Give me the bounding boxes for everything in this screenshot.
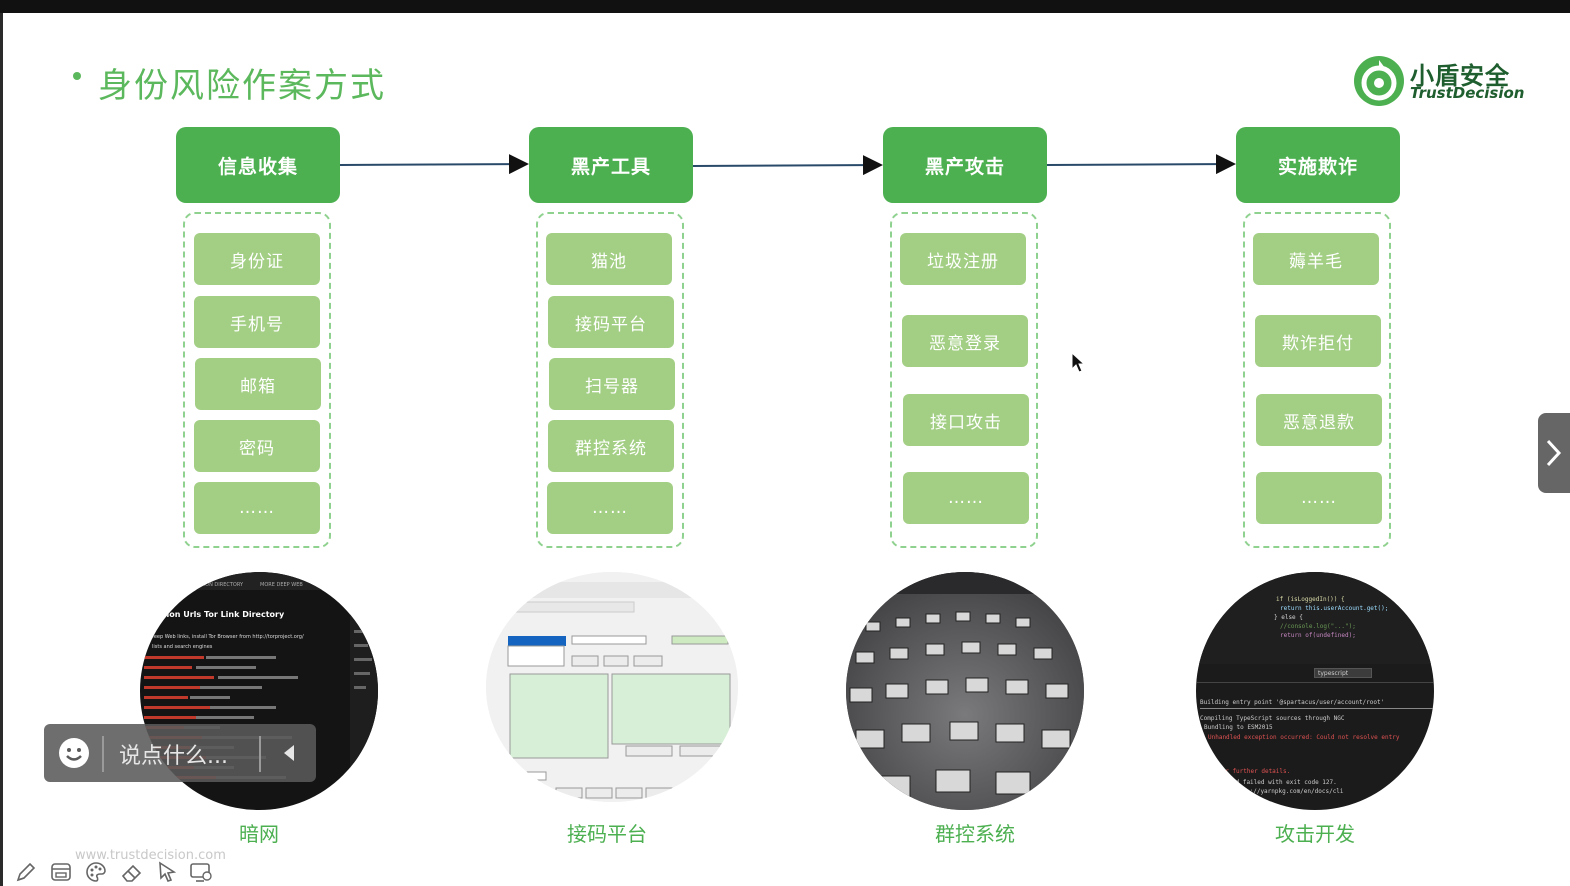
darkweb-line-1: Deep Web links, install Tor Browser from…: [150, 634, 304, 640]
window-icon[interactable]: [49, 860, 73, 884]
code-line-1: if (isLoggedIn()) {: [1276, 596, 1345, 603]
eraser-icon[interactable]: [120, 860, 144, 884]
terminal-line-3: Bundling to ESM2015: [1204, 724, 1273, 731]
pointer-icon[interactable]: [155, 860, 179, 884]
collapse-arrow-icon[interactable]: [281, 744, 297, 762]
code-line-3: } else {: [1274, 614, 1303, 621]
list-item: 邮箱: [195, 358, 321, 410]
logo-name-en: TrustDecision: [1410, 84, 1525, 102]
emoji-icon[interactable]: [57, 736, 91, 770]
list-item: 身份证: [194, 233, 320, 285]
terminal-dropdown: typescript: [1314, 668, 1372, 678]
chat-bar: 说点什么...: [44, 724, 316, 782]
terminal-line-7: s://yarnpkg.com/en/docs/cli: [1246, 788, 1344, 795]
screen-share-icon[interactable]: [189, 860, 213, 884]
trustdecision-logo: 小盾安全 TrustDecision: [1352, 54, 1525, 108]
terminal-line-2: Compiling TypeScript sources through NGC: [1200, 715, 1345, 722]
code-line-4: //console.log("...");: [1280, 623, 1356, 630]
caption-attack-dev: 攻击开发: [1275, 822, 1355, 846]
list-item: 密码: [194, 420, 320, 472]
watermark: www.trustdecision.com: [75, 848, 226, 863]
chat-input[interactable]: 说点什么...: [119, 744, 228, 769]
window-left-edge: [0, 13, 3, 886]
stage-4-item-list: 薅羊毛 欺诈拒付 恶意退款 ……: [1243, 212, 1391, 548]
list-item: 薅羊毛: [1253, 233, 1379, 285]
shield-logo-icon: [1354, 56, 1404, 106]
caption-sms-platform: 接码平台: [567, 822, 647, 846]
terminal-line-5: for further details.: [1218, 768, 1291, 775]
stage-3-item-list: 垃圾注册 恶意登录 接口攻击 ……: [890, 212, 1038, 548]
darkweb-heading: Onion Urls Tor Link Directory: [154, 610, 285, 619]
list-item: 群控系统: [548, 420, 674, 472]
stage-info-collection: 信息收集: [176, 127, 340, 203]
list-item: 接码平台: [548, 296, 674, 348]
stage-1-item-list: 身份证 手机号 邮箱 密码 ……: [183, 212, 331, 548]
title-bullet: [73, 72, 81, 80]
list-item: ……: [547, 482, 673, 534]
stage-black-tools: 黑产工具: [529, 127, 693, 203]
next-page-button[interactable]: [1538, 413, 1570, 493]
sms-platform-window: [486, 572, 738, 802]
arrow-1: [339, 154, 529, 175]
darkweb-image: ONION DIRECTORY MORE DEEP WEB Onion Urls…: [140, 572, 378, 810]
stage-2-item-list: 猫池 接码平台 扫号器 群控系统 ……: [536, 212, 684, 548]
terminal-line-1: Building entry point '@spartacus/user/ac…: [1200, 699, 1385, 706]
device-farm-image: [846, 572, 1084, 810]
pencil-icon[interactable]: [14, 860, 38, 884]
list-item: 手机号: [194, 296, 320, 348]
darkweb-line-2: lists and search engines: [152, 644, 213, 650]
list-item: 扫号器: [549, 358, 675, 410]
terminal-line-4: Unhandled exception occurred: Could not …: [1208, 734, 1400, 741]
list-item: 欺诈拒付: [1255, 315, 1381, 367]
list-item: ……: [903, 472, 1029, 524]
darkweb-tab-1: ONION DIRECTORY: [196, 582, 244, 588]
chevron-right-icon: [1546, 439, 1562, 467]
list-item: 接口攻击: [903, 394, 1029, 446]
list-item: ……: [194, 482, 320, 534]
terminal-line-6: ed failed with exit code 127.: [1232, 779, 1337, 786]
arrow-3: [1046, 154, 1236, 175]
mouse-cursor-icon: [1071, 352, 1085, 373]
list-item: ……: [1256, 472, 1382, 524]
list-item: 垃圾注册: [900, 233, 1026, 285]
list-item: 猫池: [546, 233, 672, 285]
stage-fraud: 实施欺诈: [1236, 127, 1400, 203]
palette-icon[interactable]: [84, 860, 108, 884]
code-line-5: return of(undefined);: [1280, 632, 1356, 639]
list-item: 恶意退款: [1256, 394, 1382, 446]
caption-device-farm: 群控系统: [935, 822, 1015, 846]
logo-name-zh: 小盾安全: [1410, 62, 1510, 90]
list-item: 恶意登录: [902, 315, 1028, 367]
slide-title: 身份风险作案方式: [98, 66, 386, 106]
arrow-2: [692, 155, 883, 176]
code-editor-image: if (isLoggedIn()) { return this.userAcco…: [1196, 572, 1434, 810]
window-top-bar: [0, 0, 1570, 13]
code-line-2: return this.userAccount.get();: [1280, 605, 1389, 612]
sms-platform-image: [486, 572, 738, 802]
stage-black-attack: 黑产攻击: [883, 127, 1047, 203]
darkweb-tab-2: MORE DEEP WEB: [260, 582, 303, 588]
caption-darkweb: 暗网: [239, 822, 279, 846]
device-farm-photo: [846, 572, 1084, 810]
